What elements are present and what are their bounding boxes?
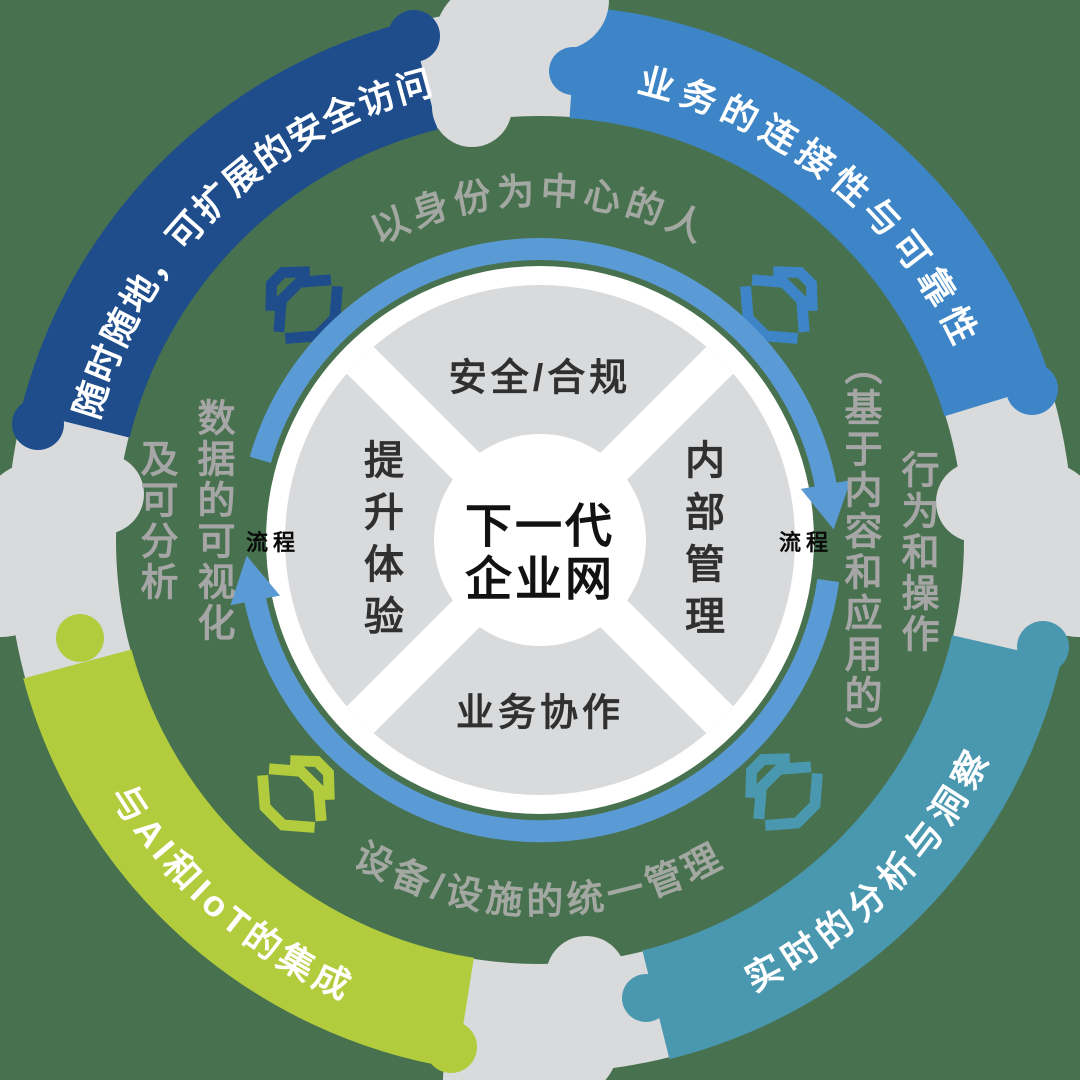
flow-chevron-icon	[740, 266, 818, 344]
arc-segment-top-right	[568, 6, 1052, 417]
quadrant-label-right: 内部管理	[679, 439, 723, 647]
arc-segment-bottom-left	[23, 649, 475, 1069]
process-label-right: 流程	[778, 530, 834, 555]
middle-ring-label-left: 数据的可视化 及可分析	[126, 398, 242, 644]
quadrant-label-left: 提升体验	[358, 439, 402, 647]
middle-ring-label-right: 行为和操作 （基于内容和应用的）	[830, 347, 946, 757]
process-arrow-top	[249, 238, 851, 530]
center-circle	[434, 434, 646, 646]
center-title-line1: 下一代	[465, 499, 615, 553]
process-arrow-bottom	[230, 555, 840, 843]
flow-chevron-icon	[745, 753, 823, 831]
arc-segment-bottom-right	[641, 634, 1062, 1060]
middle-ring-right-col2: （基于内容和应用的）	[838, 347, 880, 757]
quadrant-label-bottom: 业务协作	[455, 692, 625, 735]
process-label-left: 流程	[245, 530, 301, 555]
quadrant-label-top: 安全/合规	[448, 357, 632, 400]
flow-chevron-icon	[257, 755, 335, 833]
arc-segment-top-left	[20, 20, 439, 439]
middle-ring-left-col2: 及可分析	[134, 439, 176, 603]
middle-ring-left-col1: 数据的可视化	[191, 398, 233, 644]
center-title-line2: 企业网	[465, 552, 615, 605]
middle-ring-right-col1: 行为和操作	[895, 449, 937, 655]
center-title: 下一代 企业网	[465, 500, 615, 605]
arc-end-bumps	[12, 10, 1069, 1073]
